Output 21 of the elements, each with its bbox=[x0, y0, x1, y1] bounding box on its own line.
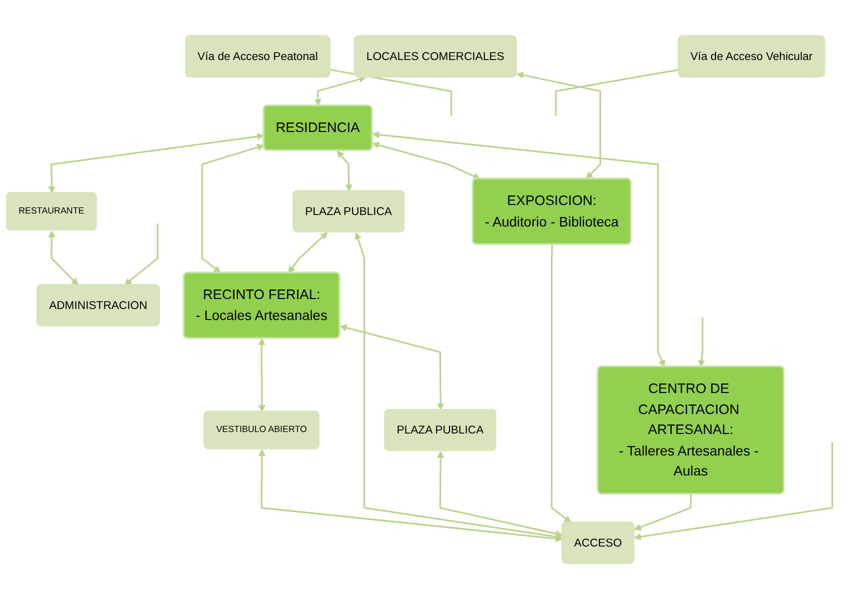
arrow bbox=[340, 324, 444, 410]
arrow bbox=[354, 232, 563, 540]
arrow bbox=[336, 150, 352, 192]
arrow bbox=[48, 230, 78, 286]
arrow bbox=[201, 144, 264, 274]
arrow bbox=[516, 72, 602, 180]
arrow bbox=[436, 451, 563, 538]
arrow bbox=[124, 223, 158, 286]
arrow bbox=[258, 338, 266, 412]
arrow bbox=[48, 133, 264, 194]
arrow bbox=[550, 244, 572, 523]
arrow bbox=[634, 442, 834, 540]
arrow bbox=[634, 494, 692, 531]
connector bbox=[554, 68, 679, 116]
arrow bbox=[372, 131, 666, 367]
arrow bbox=[698, 317, 706, 367]
arrow bbox=[314, 76, 366, 106]
arrow bbox=[258, 449, 563, 542]
arrow bbox=[372, 142, 480, 180]
connector bbox=[330, 68, 452, 116]
arrow bbox=[288, 232, 328, 274]
